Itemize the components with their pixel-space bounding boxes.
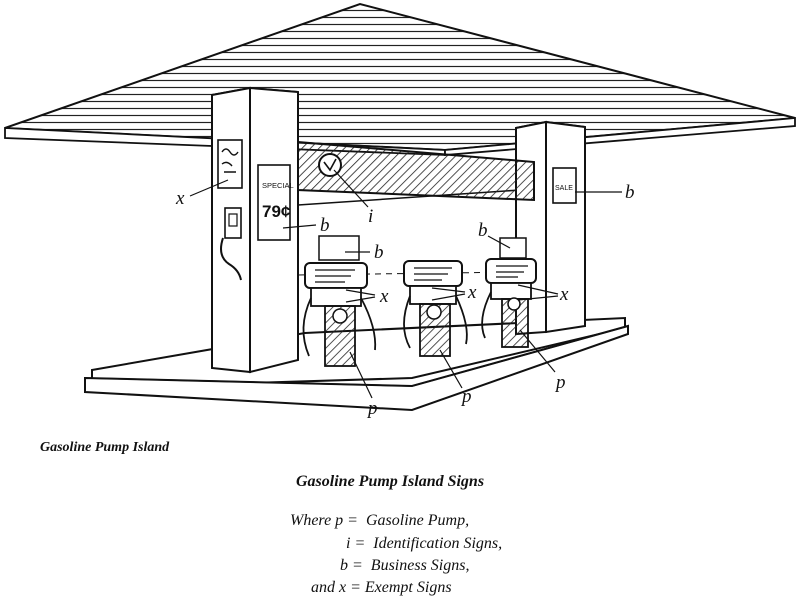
sale-sign-text: SALE	[555, 185, 573, 192]
label-x-pump-left: x	[379, 286, 389, 307]
label-x-left-pillar: x	[175, 188, 185, 209]
pump-island-illustration: SPECIAL 79¢ SALE	[0, 0, 808, 440]
legend-row-business: b = Business Signs,	[340, 557, 469, 575]
special-price-sign: SPECIAL 79¢	[258, 165, 294, 240]
label-x-pump-right: x	[559, 284, 569, 305]
label-b-pump-right: b	[478, 220, 488, 241]
label-p-pump-right: p	[554, 372, 566, 393]
price-sign-text: 79¢	[262, 202, 291, 221]
canopy-roof	[5, 4, 795, 155]
legend-row-pump: Where p = Gasoline Pump,	[290, 512, 469, 530]
label-b-sale-sign: b	[625, 182, 635, 203]
legend-row-exempt: and x = Exempt Signs	[311, 579, 452, 597]
special-sign-text: SPECIAL	[262, 181, 294, 190]
label-p-pump-left: p	[366, 398, 378, 419]
legend-row-identification: i = Identification Signs,	[346, 535, 502, 553]
label-i-identification: i	[368, 206, 373, 227]
label-b-pump-left: b	[374, 242, 384, 263]
exempt-sign-pillar	[218, 140, 242, 188]
label-p-pump-center: p	[460, 386, 472, 407]
figure-title: Gasoline Pump Island Signs	[296, 473, 484, 491]
label-b-special-sign: b	[320, 215, 330, 236]
illustration-caption: Gasoline Pump Island	[40, 440, 169, 456]
sale-sign: SALE	[553, 168, 576, 203]
logo-emblem	[319, 154, 341, 176]
label-x-pump-center: x	[467, 282, 477, 303]
